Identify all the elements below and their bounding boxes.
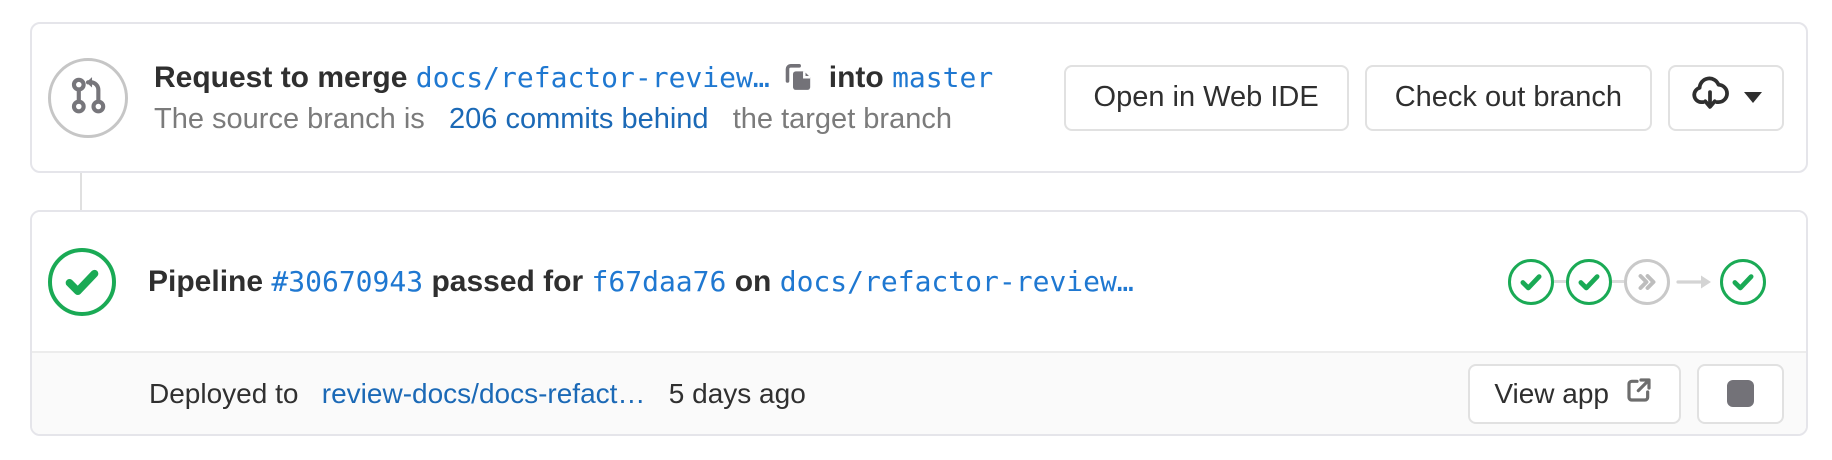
source-branch-status-text: The source branch is: [154, 102, 425, 135]
source-branch-link[interactable]: docs/refactor-review…: [415, 60, 770, 94]
widget-connector-line: [80, 173, 82, 210]
pipeline-status-row: Pipeline #30670943 passed for f67daa76 o…: [32, 212, 1806, 351]
deployment-status-line: Deployed to review-docs/docs-refact… 5 d…: [149, 378, 1468, 410]
pipeline-summary-line: Pipeline #30670943 passed for f67daa76 o…: [148, 265, 1508, 299]
commit-sha-link[interactable]: f67daa76: [591, 265, 727, 298]
mini-pipeline-graph: [1508, 258, 1766, 305]
on-label: on: [734, 264, 772, 298]
target-branch-link[interactable]: master: [892, 60, 994, 94]
open-in-web-ide-button[interactable]: Open in Web IDE: [1063, 64, 1349, 131]
commits-behind-link[interactable]: 206 commits behind: [449, 102, 709, 135]
view-app-button[interactable]: View app: [1468, 363, 1681, 424]
external-link-icon: [1623, 374, 1655, 413]
pipeline-passed-status-icon: [48, 247, 116, 316]
environment-link[interactable]: review-docs/docs-refact…: [321, 377, 646, 409]
deployment-actions: View app: [1468, 363, 1784, 424]
stop-square-icon: [1727, 380, 1754, 407]
pipeline-id-link[interactable]: #30670943: [271, 265, 424, 298]
chevron-down-icon: [1744, 92, 1762, 103]
merge-request-subtitle-line: The source branch is 206 commits behind …: [154, 99, 1064, 139]
downstream-arrow-icon: [1676, 273, 1714, 291]
cloud-download-icon: [1690, 74, 1730, 122]
pipeline-stage-passed-icon[interactable]: [1566, 258, 1612, 305]
git-merge-request-icon: [65, 72, 111, 123]
pipeline-stage-passed-icon[interactable]: [1508, 258, 1554, 305]
stage-connector-line: [1554, 280, 1566, 283]
view-app-label: View app: [1494, 377, 1609, 409]
deployment-timestamp: 5 days ago: [668, 377, 806, 409]
target-branch-status-text: the target branch: [732, 102, 952, 135]
deployment-row: Deployed to review-docs/docs-refact… 5 d…: [32, 351, 1806, 434]
pipeline-stage-skipped-icon[interactable]: [1624, 258, 1670, 305]
copy-branch-name-button[interactable]: [782, 61, 815, 94]
request-to-merge-label: Request to merge: [154, 60, 408, 94]
stage-connector-line: [1612, 280, 1624, 283]
deployed-to-label: Deployed to: [149, 377, 299, 409]
stop-environment-button[interactable]: [1697, 363, 1784, 424]
merge-request-summary: Request to merge docs/refactor-review… i…: [154, 57, 1064, 139]
merge-request-actions: Open in Web IDE Check out branch: [1063, 64, 1784, 131]
into-label: into: [828, 60, 884, 94]
downstream-pipeline-passed-icon[interactable]: [1720, 258, 1766, 305]
pipeline-branch-link[interactable]: docs/refactor-review…: [779, 265, 1134, 298]
merge-request-header-card: Request to merge docs/refactor-review… i…: [30, 22, 1808, 173]
pipeline-status-text: passed for: [431, 264, 584, 298]
merge-request-title-line: Request to merge docs/refactor-review… i…: [154, 57, 1064, 99]
pipeline-widget-card: Pipeline #30670943 passed for f67daa76 o…: [30, 210, 1808, 436]
merge-request-avatar: [48, 57, 128, 138]
pipeline-label: Pipeline: [148, 264, 264, 298]
check-out-branch-button[interactable]: Check out branch: [1364, 64, 1652, 131]
download-dropdown-button[interactable]: [1668, 64, 1784, 131]
